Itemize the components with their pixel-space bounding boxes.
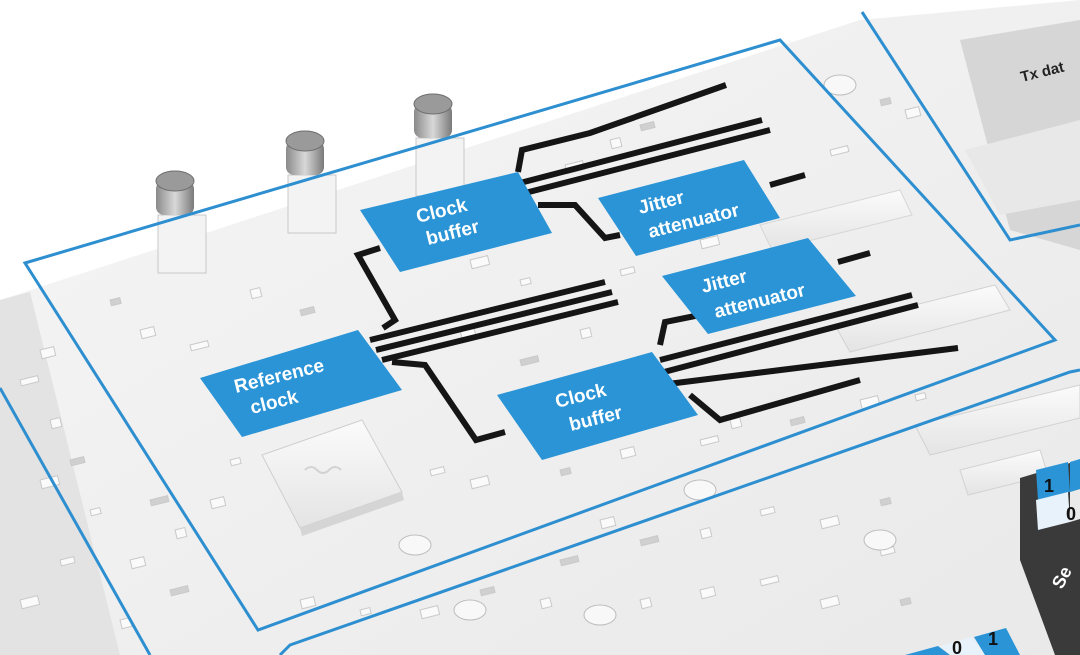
smd-component [419,605,441,620]
smd-component [229,456,242,467]
smd-component [899,596,912,607]
smd-component [699,526,713,540]
smd-component [59,556,76,567]
coax-connector [413,93,465,197]
capacitor [453,599,487,621]
signal-traces [353,82,959,444]
block-clock-buffer-top: Clock buffer [360,172,552,272]
smd-component [49,416,63,430]
smd-component [299,596,317,610]
smd-component [819,595,841,610]
bottom-region-outline [278,368,1080,655]
bit-bottom-2: 1 [988,629,998,649]
connector-chip-2 [914,384,1080,456]
smd-component [539,596,553,610]
reference-clock-region [22,38,1058,632]
bit-row-bottom: 0 1 [905,628,1020,655]
smd-component [109,296,122,307]
smd-component [149,495,170,507]
capacitor [398,534,432,556]
smd-component [169,585,190,597]
smd-component [299,306,316,317]
block-clock-buffer-bottom: Clock buffer [497,352,698,460]
left-region-outline [0,387,152,655]
smd-component [789,416,806,427]
smd-component [699,586,717,600]
connector-chip-3 [759,189,913,251]
smd-component [39,346,57,360]
smd-component [429,466,446,477]
smd-component [139,326,157,340]
smd-component [519,355,540,367]
smd-component [559,466,572,477]
bit-right-2: 0 [1066,504,1076,524]
smd-component [129,556,147,570]
smd-component [19,595,41,610]
smd-component [189,340,210,352]
tx-region-outline [860,11,1080,242]
smd-component [879,96,892,107]
smd-component [639,535,660,547]
tx-panel-step [965,120,1080,215]
smd-component [209,496,227,510]
smd-component [619,446,637,460]
capacitor [583,604,617,626]
smd-component [89,506,102,517]
smd-component [699,235,721,250]
bit-right-1: 1 [1044,476,1054,496]
smd-component [639,596,653,610]
capacitor [823,74,857,96]
smd-component [519,276,532,287]
bit-cube: 1 0 Se [1020,459,1080,655]
smd-component [699,435,720,447]
qfp-chip [261,419,404,536]
smd-component [639,121,656,132]
coax-connector [155,170,207,274]
coax-connector [285,130,337,234]
smd-component [599,516,617,530]
connector-chip-1 [834,284,1011,353]
smd-component [619,266,636,277]
capacitor [863,529,897,551]
smd-component [69,456,86,467]
smd-component [914,391,927,402]
smd-component [759,506,776,517]
smd-component [829,145,850,157]
coax-connectors [155,93,465,274]
smd-component [174,526,188,540]
smd-component [579,326,593,340]
smd-component [359,606,372,617]
smd-component [19,375,40,387]
bit-bottom-1: 0 [952,638,962,655]
smd-component [819,515,841,530]
smd-component [559,555,580,567]
smd-component [759,575,780,587]
smd-component [469,255,491,270]
smd-component [479,586,496,597]
smd-component [609,136,623,150]
smd-component [469,475,491,490]
smd-component [249,286,263,300]
smd-component [904,106,922,120]
smd-component [879,496,892,507]
block-jitter-mid: Jitter attenuator [662,238,856,334]
